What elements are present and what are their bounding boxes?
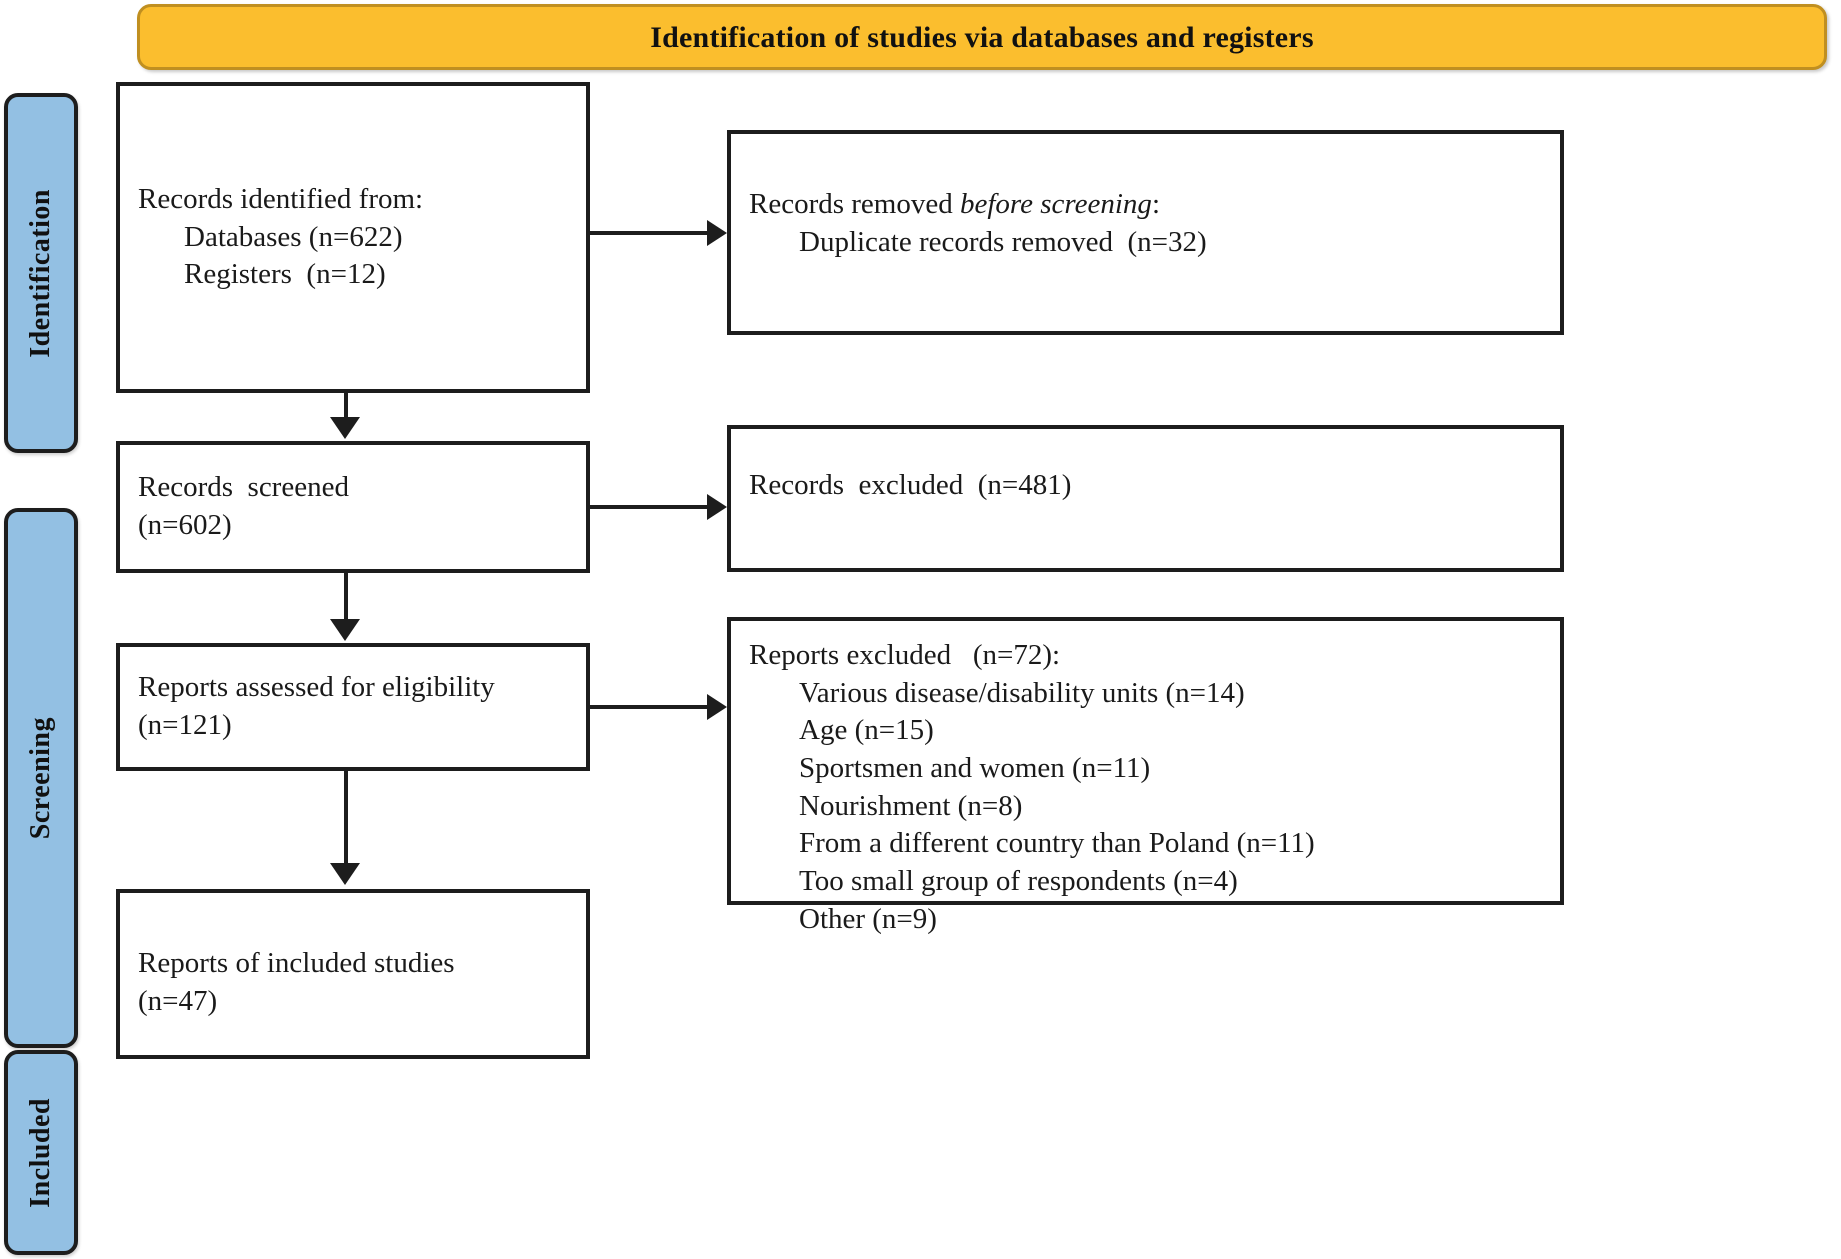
reports-excluded-reason: Various disease/disability units (n=14) [799, 676, 1245, 709]
reports-excluded-reason: Age (n=15) [799, 714, 934, 747]
records-excluded-label: Records excluded (n=481) [749, 469, 1072, 501]
page-title: Identification of studies via databases … [650, 20, 1314, 54]
diagram-header-banner: Identification of studies via databases … [137, 4, 1827, 70]
records-identified-line-registers: Registers (n=12) [184, 258, 386, 291]
connector-assessed-to-included [344, 771, 348, 865]
reports-assessed-label: Reports assessed for eligibility [138, 671, 495, 704]
reports-excluded-reason: Other (n=9) [799, 902, 937, 935]
connector-identified-to-removed [590, 231, 708, 235]
reports-assessed-count: (n=121) [138, 709, 232, 741]
box-reports-of-included-studies: Reports of included studies (n=47) [116, 889, 590, 1059]
box-records-identified: Records identified from: Databases (n=62… [116, 82, 590, 393]
arrowhead-down-icon [330, 863, 360, 885]
connector-screened-to-excluded [590, 505, 708, 509]
reports-excluded-reason: From a different country than Poland (n=… [799, 827, 1315, 860]
box-reports-excluded: Reports excluded (n=72): Various disease… [727, 617, 1564, 935]
arrowhead-right-icon [707, 494, 727, 520]
records-removed-heading: Records removed before screening: [749, 186, 1542, 224]
records-screened-label: Records screened [138, 471, 349, 504]
phase-label-included: Included [4, 1050, 78, 1255]
records-removed-heading-suffix: : [1151, 188, 1160, 220]
arrowhead-down-icon [330, 417, 360, 439]
records-removed-duplicates: Duplicate records removed (n=32) [799, 225, 1207, 258]
arrowhead-down-icon [330, 619, 360, 641]
reports-included-count: (n=47) [138, 984, 218, 1017]
reports-excluded-reason: Sportsmen and women (n=11) [799, 752, 1151, 785]
box-records-screened: Records screened (n=602) [116, 441, 590, 573]
phase-label-identification: Identification [4, 93, 78, 453]
phase-label-screening: Screening [4, 508, 78, 1048]
reports-excluded-reason: Nourishment (n=8) [799, 789, 1023, 822]
records-removed-heading-prefix: Records removed [749, 188, 960, 220]
phase-label-identification-text: Identification [25, 188, 56, 358]
phase-label-included-text: Included [25, 1097, 56, 1208]
box-records-excluded: Records excluded (n=481) [727, 425, 1564, 572]
reports-excluded-heading: Reports excluded (n=72): [749, 639, 1061, 671]
records-removed-heading-italic: before screening [960, 188, 1152, 220]
records-screened-count: (n=602) [138, 509, 232, 541]
reports-included-label: Reports of included studies [138, 947, 455, 979]
arrowhead-right-icon [707, 694, 727, 720]
connector-screened-to-assessed [344, 573, 348, 621]
reports-excluded-reason: Too small group of respondents (n=4) [799, 865, 1238, 898]
box-reports-assessed-for-eligibility: Reports assessed for eligibility (n=121) [116, 643, 590, 771]
connector-identified-to-screened [344, 393, 348, 421]
arrowhead-right-icon [707, 220, 727, 246]
phase-label-screening-text: Screening [25, 716, 56, 840]
connector-assessed-to-reports-excluded [590, 705, 708, 709]
box-records-removed-before-screening: Records removed before screening: Duplic… [727, 130, 1564, 335]
records-identified-line-databases: Databases (n=622) [184, 220, 403, 253]
records-identified-line-1: Records identified from: [138, 182, 424, 215]
